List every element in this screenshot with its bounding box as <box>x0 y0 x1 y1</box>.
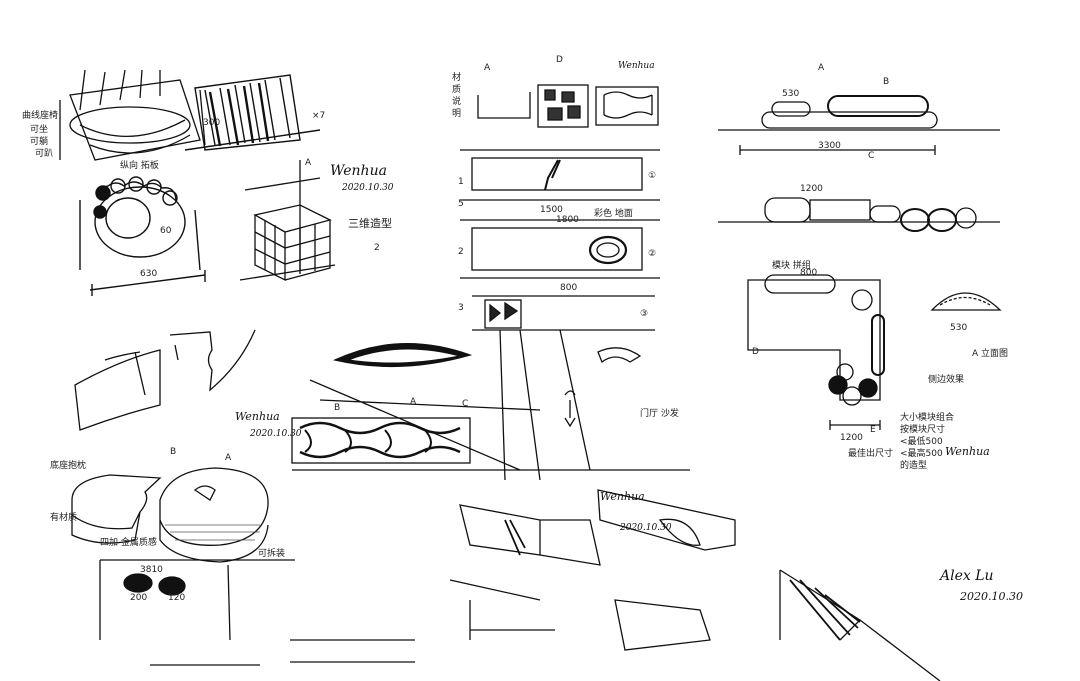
section-dim-1: 1500 <box>540 205 563 215</box>
bench-dim-3: 3810 <box>140 565 163 575</box>
sketch-cube-grid <box>239 160 336 282</box>
signature-5: Wenhua <box>600 490 645 503</box>
plan-tag-c: C <box>868 151 874 161</box>
cube-mark-a: A <box>305 158 312 168</box>
plan-note-2: 侧边效果 <box>928 373 964 385</box>
section-label-1: 材 <box>452 71 461 83</box>
signature-1-date: 2020.10.30 <box>341 183 394 193</box>
section-label-4: 明 <box>452 108 461 119</box>
sketch-round-bench <box>71 467 295 641</box>
plan-note-4: 最佳出尺寸 <box>848 447 893 459</box>
section-num-2: 2 <box>458 247 464 257</box>
plan-desc-1: 大小模块组合 <box>900 411 954 423</box>
signature-4: Wenhua <box>235 410 280 423</box>
seat-caption: 纵向 拓板 <box>120 159 159 171</box>
section-num-3: 3 <box>458 303 464 313</box>
seat-note-4: 可趴 <box>35 148 53 159</box>
signature-main: Alex Lu <box>938 568 994 584</box>
section-num: 5 <box>458 199 464 209</box>
signature-main-date: 2020.10.30 <box>959 590 1023 603</box>
sofa-tag-a: A <box>410 397 417 407</box>
plan-right <box>718 95 1002 430</box>
section-boards <box>460 84 660 331</box>
sofa-note: 门厅 沙发 <box>640 407 679 419</box>
misc-lines <box>150 639 415 666</box>
sketch-vertical-slats <box>184 74 321 151</box>
section-circled-2: ② <box>648 249 656 259</box>
plan-tag-d: D <box>752 347 759 357</box>
section-label-3: 说 <box>452 95 461 107</box>
signature-1: Wenhua <box>330 163 387 179</box>
seat-note-1: 曲线座椅 <box>22 109 58 121</box>
section-tag-d: D <box>556 55 563 65</box>
sofa-tag-b: B <box>334 403 340 413</box>
plan-desc-4: <最高500 <box>900 447 943 459</box>
section-dim-2: 1800 <box>556 215 579 225</box>
section-tag-a: A <box>484 63 491 73</box>
signature-3: Wenhua <box>945 445 990 458</box>
plan-tag-b: B <box>883 77 889 87</box>
bench-note-3: 四加 金属质感 <box>100 536 157 548</box>
bench-tag-b: B <box>170 447 176 457</box>
seat-note-2: 可坐 <box>30 124 48 135</box>
sketch-round-cushion <box>79 176 206 296</box>
plan-dim-1: 530 <box>782 89 799 99</box>
plan-desc-5: 的造型 <box>900 459 927 471</box>
cube-mark-s: 2 <box>374 243 380 253</box>
bench-tag-a: A <box>225 453 232 463</box>
cushion-dim: 630 <box>140 269 157 279</box>
bench-note-1: 底座抱枕 <box>50 459 86 471</box>
plan-dim-6: 530 <box>950 323 967 333</box>
section-circled-3: ③ <box>640 309 648 319</box>
sofa-tag-c: C <box>462 399 468 409</box>
plan-desc-3: <最低500 <box>900 435 943 447</box>
cube-caption: 三维造型 <box>348 216 392 230</box>
plan-desc-2: 按模块尺寸 <box>900 423 945 435</box>
plan-tag-a: A <box>818 63 825 73</box>
plan-note-1: 模块 拼组 <box>772 259 811 271</box>
seat-dim-1: 300 <box>203 118 220 128</box>
plan-dim-5: 1200 <box>840 433 863 443</box>
sketch-folded-bench <box>449 489 736 651</box>
plan-tag-e: E <box>870 425 876 435</box>
plan-dim-3: 1200 <box>800 184 823 194</box>
section-note: 彩色 地面 <box>594 207 633 219</box>
slats-x7: ×7 <box>312 111 325 121</box>
bench-dim-1: 200 <box>130 593 147 603</box>
signature-5-date: 2020.10.30 <box>619 523 672 533</box>
section-dim-3: 800 <box>560 283 577 293</box>
plan-note-3: A 立面图 <box>972 347 1008 359</box>
seat-note-3: 可躺 <box>30 135 48 147</box>
cushion-dim-2: 60 <box>160 226 172 236</box>
sketch-hatched-block <box>779 569 941 681</box>
plan-dim-4: 800 <box>800 268 817 278</box>
section-label-2: 质 <box>452 83 461 95</box>
signature-2: Wenhua <box>618 61 655 71</box>
sketch-curved-seat <box>59 69 206 161</box>
plan-dim-2: 3300 <box>818 141 841 151</box>
bench-dim-2: 120 <box>168 593 185 603</box>
bench-note-4: 可拆装 <box>258 547 285 559</box>
section-circled-1: ① <box>648 171 656 181</box>
bench-note-2: 有材质 <box>50 511 77 523</box>
sketch-curved-wall <box>74 329 256 431</box>
signature-4-date: 2020.10.30 <box>249 429 302 439</box>
sketch-sofa <box>291 329 690 481</box>
section-num-1: 1 <box>458 177 464 187</box>
